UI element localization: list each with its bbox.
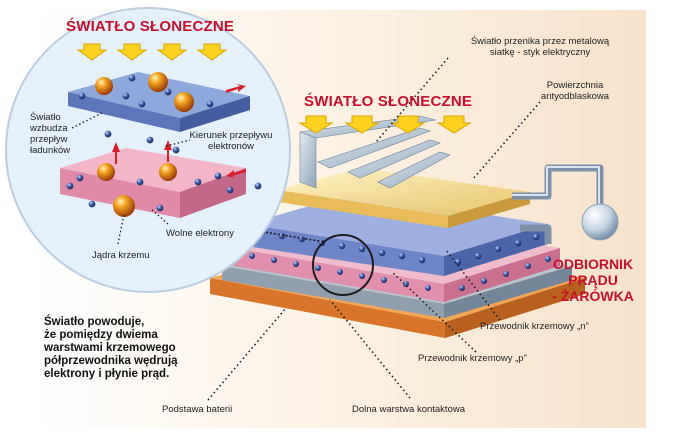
light-excites-line-3: przepływ (30, 134, 68, 145)
description-line-2: że pomiędzy dwiema (44, 329, 158, 341)
antireflective-line-2: antyodblaskowa (540, 91, 610, 102)
circuit-wire-highlight (512, 166, 600, 212)
main-sun-arrows (298, 115, 472, 134)
description-line-3: warstwami krzemowego (44, 342, 176, 354)
light-excites-line-1: Światło (30, 112, 61, 123)
n-silicon-label: Przewodnik krzemowy „n” (480, 321, 589, 332)
light-bulb (581, 203, 619, 241)
inset-n-slab (68, 72, 250, 132)
description-line-1: Światło powoduje, (44, 316, 145, 328)
inset-electrons (66, 74, 262, 212)
inset-nuclei (95, 72, 194, 217)
main-leaders (207, 57, 541, 401)
inset-circle (5, 7, 291, 293)
receiver-line-3: - ŻARÓWKA (552, 288, 634, 304)
electron-flow-line-2: elektronów (208, 141, 254, 152)
free-electrons-label: Wolne elektrony (166, 228, 234, 239)
description-line-5: elektrony i płynie prąd. (44, 368, 170, 380)
bottom-contact-label: Dolna warstwa kontaktowa (352, 404, 465, 415)
antireflective-label: Powierzchnia antyodblaskowa (520, 80, 630, 102)
receiver-line-2: PRĄDU (568, 272, 618, 288)
electron-flow-line-1: Kierunek przepływu (189, 130, 273, 141)
magnifier-circle (312, 234, 374, 296)
light-excites-label: Światło wzbudza przepływ ładunków (30, 112, 70, 156)
inset-title: ŚWIATŁO SŁONECZNE (66, 18, 235, 35)
silicon-nuclei-label: Jądra krzemu (92, 250, 150, 261)
p-layer-electrons (249, 253, 551, 291)
p-silicon-label: Przewodnik krzemowy „p” (418, 353, 527, 364)
main-title: ŚWIATŁO SŁONECZNE (304, 93, 473, 110)
battery-base-label: Podstawa baterii (162, 404, 233, 415)
description-text: Światło powoduje, że pomiędzy dwiema war… (44, 316, 178, 381)
antireflective-layer (278, 168, 530, 228)
electron-flow-label: Kierunek przepływu elektronów (176, 130, 286, 152)
receiver-line-1: ODBIORNIK (552, 256, 634, 272)
description-line-4: półprzewodnika wędrują (44, 355, 178, 367)
inset-leaders (71, 111, 191, 245)
mesh-contact-line-2: siatkę - styk elektryczny (489, 47, 591, 58)
mesh-contact-line-1: Światło przenika przez metalową (470, 36, 610, 47)
mesh-contact-label: Światło przenika przez metalową siatkę -… (440, 36, 640, 58)
receiver-label: ODBIORNIK PRĄDU - ŻARÓWKA (548, 256, 638, 304)
magnifier-connector (257, 230, 326, 243)
antireflective-line-1: Powierzchnia (546, 80, 604, 91)
inset-sun-arrows (76, 43, 228, 61)
light-excites-line-2: wzbudza (30, 123, 68, 134)
light-excites-line-4: ładunków (30, 145, 71, 156)
